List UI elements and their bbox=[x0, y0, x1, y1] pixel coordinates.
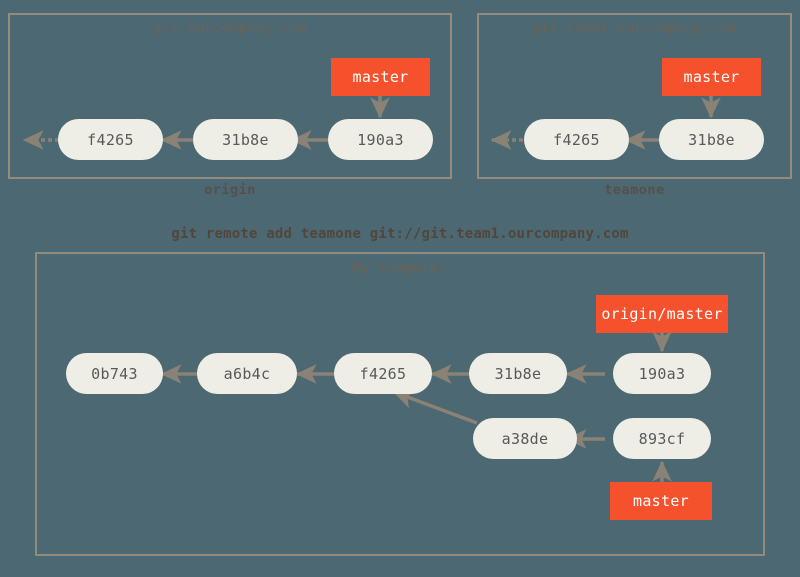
local-branch-master[interactable]: master bbox=[610, 482, 712, 520]
origin-branch-master[interactable]: master bbox=[331, 58, 430, 96]
local-commit-f4265[interactable]: f4265 bbox=[334, 353, 432, 394]
teamone-branch-master[interactable]: master bbox=[662, 58, 761, 96]
teamone-repo-title: git.team1.ourcompany.com bbox=[532, 20, 737, 36]
origin-repo-box bbox=[8, 13, 452, 179]
local-commit-a38de-label: a38de bbox=[501, 429, 549, 448]
origin-commit-31b8e-label: 31b8e bbox=[222, 130, 269, 149]
teamone-branch-master-label: master bbox=[683, 68, 740, 86]
local-commit-893cf[interactable]: 893cf bbox=[613, 418, 711, 459]
local-commit-190a3[interactable]: 190a3 bbox=[613, 353, 711, 394]
teamone-commit-31b8e[interactable]: 31b8e bbox=[659, 119, 764, 160]
origin-commit-190a3[interactable]: 190a3 bbox=[328, 119, 433, 160]
origin-commit-f4265-label: f4265 bbox=[87, 130, 134, 149]
origin-repo-caption: origin bbox=[204, 182, 256, 198]
local-commit-0b743-label: 0b743 bbox=[91, 364, 138, 383]
local-commit-a6b4c[interactable]: a6b4c bbox=[197, 353, 297, 394]
teamone-commit-f4265[interactable]: f4265 bbox=[524, 119, 629, 160]
local-commit-a38de[interactable]: a38de bbox=[473, 418, 577, 459]
origin-branch-master-label: master bbox=[352, 68, 409, 86]
local-branch-origin-master-label: origin/master bbox=[601, 305, 723, 323]
local-repo-box bbox=[35, 252, 765, 556]
teamone-commit-31b8e-label: 31b8e bbox=[688, 130, 735, 149]
teamone-commit-f4265-label: f4265 bbox=[553, 130, 600, 149]
origin-commit-f4265[interactable]: f4265 bbox=[58, 119, 163, 160]
origin-repo-title: git.ourcompany.com bbox=[153, 20, 307, 36]
origin-commit-31b8e[interactable]: 31b8e bbox=[193, 119, 298, 160]
local-commit-a6b4c-label: a6b4c bbox=[223, 364, 271, 383]
local-branch-origin-master[interactable]: origin/master bbox=[596, 295, 728, 333]
teamone-repo-box bbox=[477, 13, 792, 179]
teamone-repo-caption: teamone bbox=[604, 182, 665, 198]
local-commit-190a3-label: 190a3 bbox=[638, 364, 686, 383]
local-commit-893cf-label: 893cf bbox=[638, 429, 686, 448]
local-commit-31b8e[interactable]: 31b8e bbox=[469, 353, 567, 394]
local-commit-0b743[interactable]: 0b743 bbox=[66, 353, 163, 394]
local-repo-title: My Computer bbox=[353, 260, 447, 276]
git-command-text: git remote add teamone git://git.team1.o… bbox=[171, 226, 629, 242]
local-commit-f4265-label: f4265 bbox=[359, 364, 407, 383]
local-branch-master-label: master bbox=[633, 492, 689, 510]
origin-commit-190a3-label: 190a3 bbox=[357, 130, 404, 149]
local-commit-31b8e-label: 31b8e bbox=[494, 364, 542, 383]
